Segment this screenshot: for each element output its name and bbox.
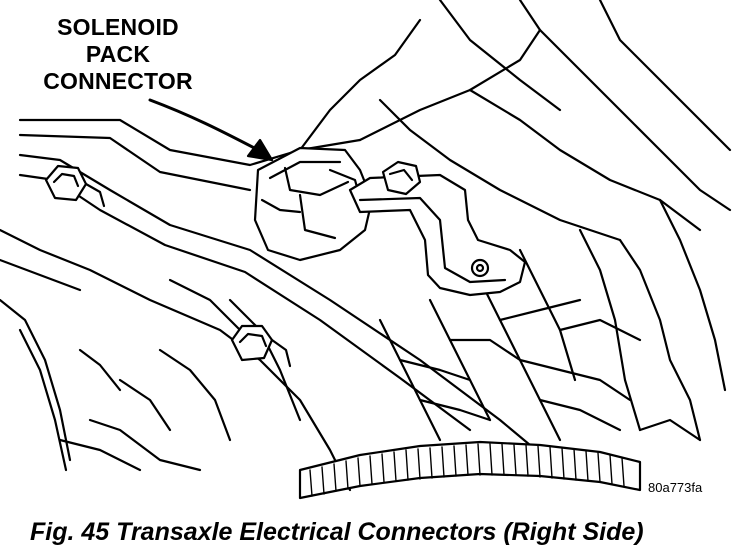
- solenoid-pack-connector-callout: SOLENOID PACK CONNECTOR: [18, 14, 218, 95]
- upper-bellhousing-bolt: [44, 164, 106, 208]
- figure-reference-code: 80a773fa: [648, 480, 703, 495]
- connector-bracket: [348, 173, 527, 297]
- callout-leader-arrow: [148, 98, 274, 162]
- solenoid-pack-connector: [253, 146, 374, 262]
- housing-ribs: [298, 0, 732, 442]
- callout-line-1: SOLENOID: [57, 14, 179, 40]
- wire-harness: [298, 440, 642, 500]
- callout-line-2: PACK: [85, 41, 151, 67]
- bracket-bolt: [381, 160, 422, 196]
- lower-bellhousing-bolt: [230, 324, 292, 368]
- callout-line-3: CONNECTOR: [43, 68, 193, 94]
- figure-caption: Fig. 45 Transaxle Electrical Connectors …: [30, 518, 644, 546]
